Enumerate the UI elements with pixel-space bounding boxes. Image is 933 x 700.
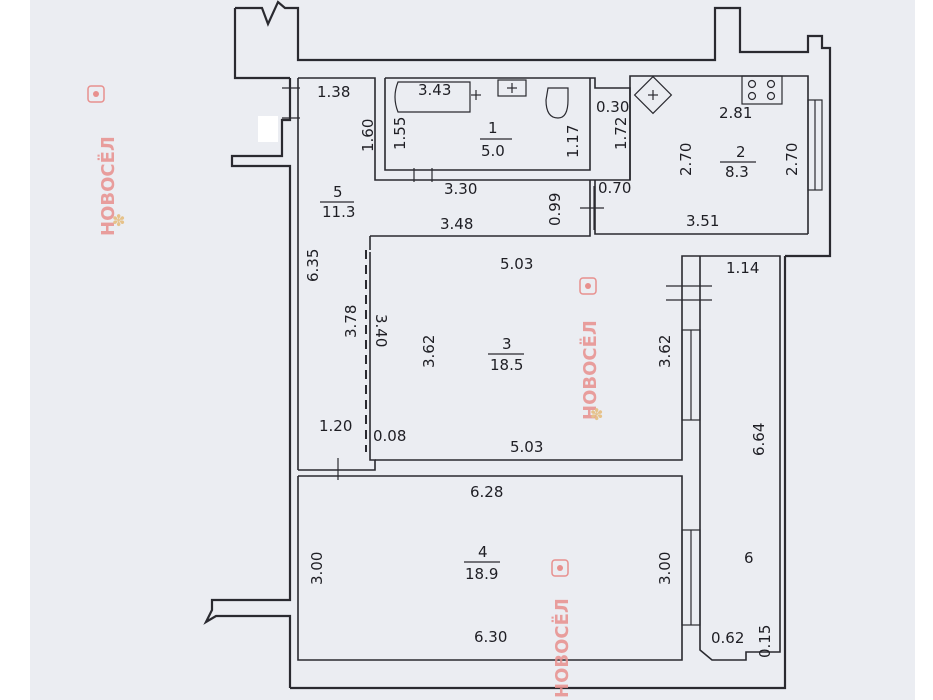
dim-5-03-top: 5.03 bbox=[500, 255, 533, 273]
dimension-labels: 1.38 3.43 0.30 2.81 3.30 0.70 3.48 3.51 … bbox=[304, 81, 801, 658]
watermark-left: НОВОСЁЛ bbox=[97, 136, 119, 236]
room-labels: 1 5.0 2 8.3 5 11.3 3 18.5 4 18.9 6 bbox=[320, 119, 756, 583]
room-1-area: 5.0 bbox=[481, 142, 505, 160]
white-marker bbox=[258, 116, 278, 142]
room-3-area: 18.5 bbox=[490, 356, 523, 374]
dim-1-17: 1.17 bbox=[564, 125, 582, 158]
dim-1-38: 1.38 bbox=[317, 83, 350, 101]
dim-6-30: 6.30 bbox=[474, 628, 507, 646]
doors bbox=[282, 87, 712, 480]
dim-3-48: 3.48 bbox=[440, 215, 473, 233]
watermark-logo-left: ✽ bbox=[87, 85, 125, 230]
watermark-logo-bottom bbox=[551, 559, 569, 577]
svg-text:✽: ✽ bbox=[590, 405, 603, 424]
bathroom-fixtures bbox=[394, 79, 569, 119]
room-2-area: 8.3 bbox=[725, 163, 749, 181]
dim-0-30: 0.30 bbox=[596, 98, 629, 116]
dim-1-60: 1.60 bbox=[359, 119, 377, 152]
windows bbox=[681, 99, 823, 626]
room-4-number: 4 bbox=[478, 543, 488, 561]
room-6-number: 6 bbox=[744, 549, 754, 567]
watermark-center: НОВОСЁЛ bbox=[579, 320, 601, 420]
dim-3-62-right: 3.62 bbox=[656, 335, 674, 368]
room-5-area: 11.3 bbox=[322, 203, 355, 221]
kitchen-fixtures bbox=[633, 75, 783, 115]
dim-3-78: 3.78 bbox=[342, 305, 360, 338]
dim-3-30: 3.30 bbox=[444, 180, 477, 198]
dim-6-64: 6.64 bbox=[750, 423, 768, 456]
room-3-number: 3 bbox=[502, 335, 512, 353]
watermark-brand-text: НОВОСЁЛ bbox=[97, 136, 119, 236]
dim-6-35: 6.35 bbox=[304, 249, 322, 282]
dim-1-55: 1.55 bbox=[391, 117, 409, 150]
room-5-number: 5 bbox=[333, 183, 343, 201]
room-1-number: 1 bbox=[488, 119, 498, 137]
dim-0-62: 0.62 bbox=[711, 629, 744, 647]
dim-6-28: 6.28 bbox=[470, 483, 503, 501]
dim-1-14: 1.14 bbox=[726, 259, 759, 277]
dim-2-70-right: 2.70 bbox=[783, 143, 801, 176]
svg-text:✽: ✽ bbox=[112, 211, 125, 230]
dim-0-15: 0.15 bbox=[756, 625, 774, 658]
dim-5-03-bottom: 5.03 bbox=[510, 438, 543, 456]
watermark-brand-text-center: НОВОСЁЛ bbox=[579, 320, 601, 420]
room-4-area: 18.9 bbox=[465, 565, 498, 583]
dim-3-43: 3.43 bbox=[418, 81, 451, 99]
paper-background bbox=[30, 0, 915, 700]
dim-3-62-left: 3.62 bbox=[420, 335, 438, 368]
dim-0-08: 0.08 bbox=[373, 427, 406, 445]
dim-0-99: 0.99 bbox=[546, 193, 564, 226]
dim-3-00-right: 3.00 bbox=[656, 552, 674, 585]
watermark-logo-center: ✽ bbox=[579, 277, 603, 424]
dim-0-70: 0.70 bbox=[598, 179, 631, 197]
dim-1-72: 1.72 bbox=[612, 117, 630, 150]
watermark-bottom: НОВОСЁЛ bbox=[551, 598, 573, 698]
dim-3-51: 3.51 bbox=[686, 212, 719, 230]
watermark-brand-text-bottom: НОВОСЁЛ bbox=[551, 598, 573, 698]
dim-3-00-left: 3.00 bbox=[308, 552, 326, 585]
dim-2-81: 2.81 bbox=[719, 104, 752, 122]
dim-1-20: 1.20 bbox=[319, 417, 352, 435]
dim-2-70-left: 2.70 bbox=[677, 143, 695, 176]
room-2-number: 2 bbox=[736, 143, 746, 161]
dim-3-40: 3.40 bbox=[372, 314, 390, 347]
outer-walls bbox=[203, 0, 832, 690]
